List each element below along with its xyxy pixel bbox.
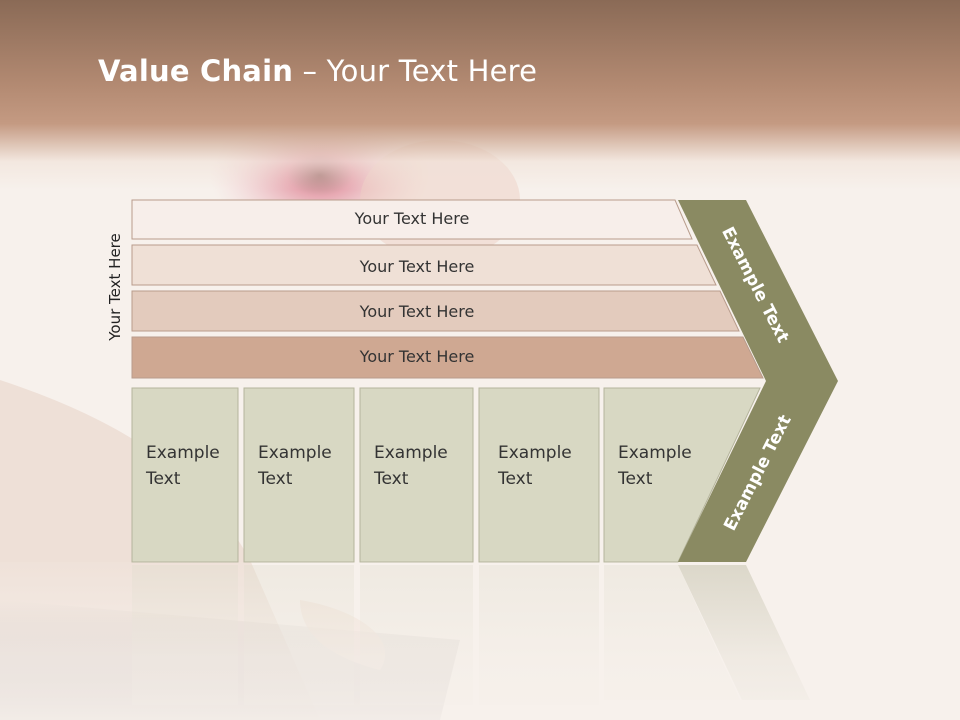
cell-5-line2: Text xyxy=(618,469,653,489)
support-row-2-label: Your Text Here xyxy=(359,257,475,276)
cell-4-line2: Text xyxy=(498,469,533,489)
margin-chevron xyxy=(678,200,838,562)
cell-2-line1: Example xyxy=(258,443,332,463)
title-bold: Value Chain xyxy=(98,54,294,88)
primary-cell-4 xyxy=(478,387,600,563)
support-row-1 xyxy=(131,199,693,240)
primary-cell-3 xyxy=(359,387,474,563)
support-row-1-label: Your Text Here xyxy=(354,209,470,228)
cell-2-line2: Text xyxy=(258,469,293,489)
cell-1-line1: Example xyxy=(146,443,220,463)
support-row-2 xyxy=(131,244,717,286)
title-rest: – Your Text Here xyxy=(293,54,538,88)
header-band xyxy=(0,0,960,190)
cell-5-line1: Example xyxy=(618,443,692,463)
cell-3-line1: Example xyxy=(374,443,448,463)
cell-1-line2: Text xyxy=(146,469,181,489)
cell-4-line1: Example xyxy=(498,443,572,463)
support-row-4-label: Your Text Here xyxy=(359,347,475,366)
cell-3-line2: Text xyxy=(374,469,409,489)
support-row-3-label: Your Text Here xyxy=(359,302,475,321)
support-row-3 xyxy=(131,290,740,332)
primary-cell-1 xyxy=(131,387,239,563)
support-row-4 xyxy=(131,336,764,379)
primary-cell-2 xyxy=(243,387,355,563)
reflection-fade xyxy=(0,562,960,720)
slide-title: Value Chain – Your Text Here xyxy=(98,54,537,88)
